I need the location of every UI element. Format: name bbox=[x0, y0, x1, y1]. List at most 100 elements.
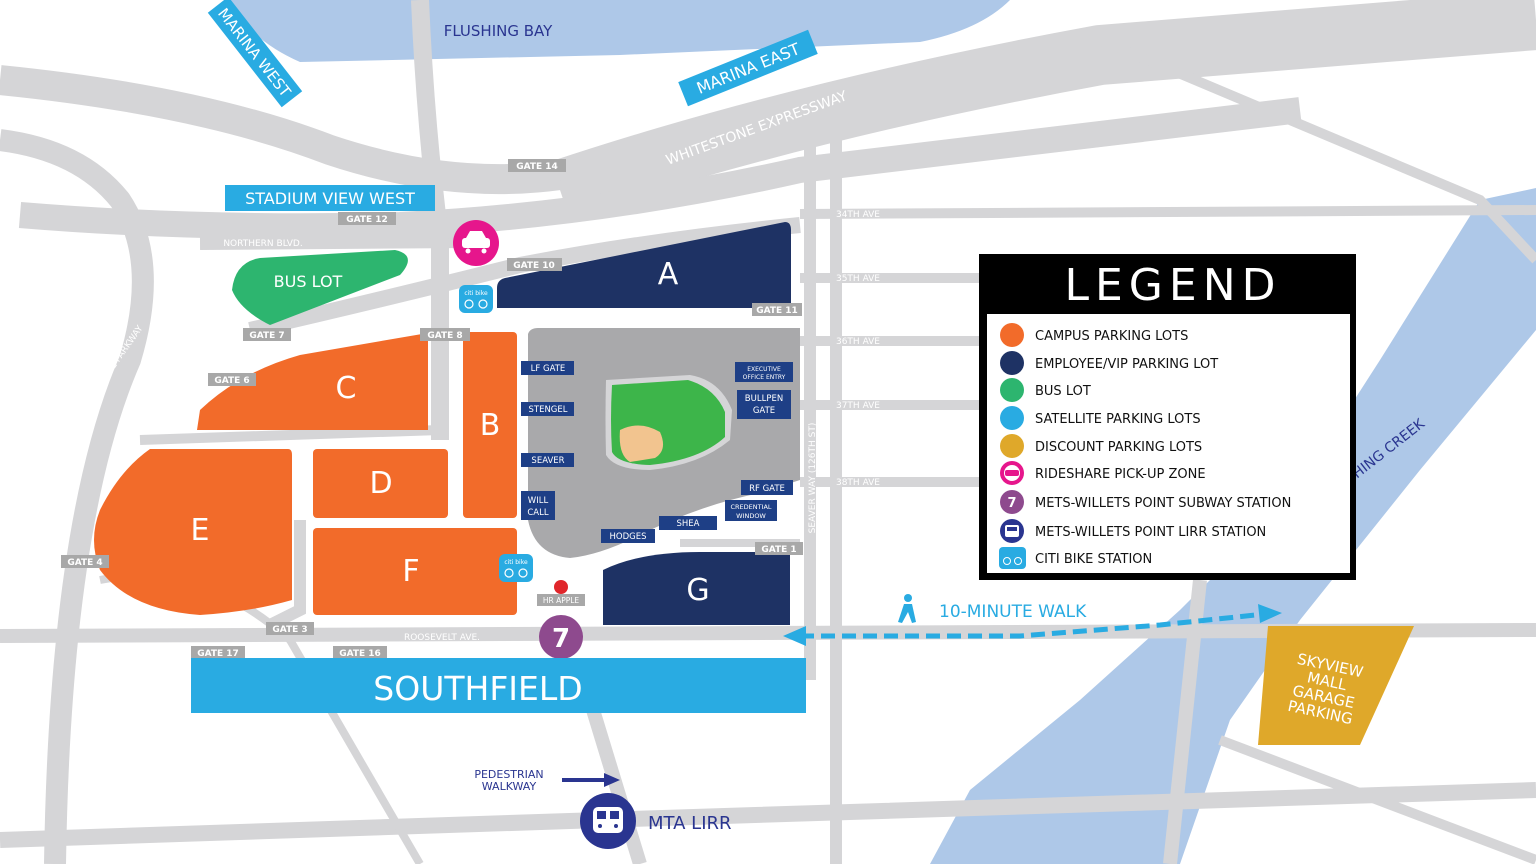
seaver-gate: SEAVER bbox=[531, 456, 564, 466]
gold-dot bbox=[1000, 434, 1024, 458]
gate-3: GATE 3 bbox=[272, 625, 307, 635]
mta-lirr-label: MTA LIRR bbox=[648, 813, 732, 834]
flushing-creek bbox=[930, 188, 1536, 864]
lot-b-label: B bbox=[480, 408, 501, 443]
gate-labels: GATE 14 GATE 12 GATE 10 GATE 11 GATE 8 G… bbox=[61, 159, 803, 659]
citibike-label: citi bike bbox=[464, 290, 488, 297]
hr-apple-tag bbox=[537, 594, 585, 606]
flushing-bay-label: FLUSHING BAY bbox=[444, 22, 553, 40]
walk-route bbox=[800, 611, 1266, 639]
will-call-line1: WILL bbox=[528, 496, 549, 506]
gate-17: GATE 17 bbox=[197, 649, 239, 659]
pedestrian-walkway-line1: PEDESTRIAN bbox=[474, 768, 543, 781]
subway-7-icon: 7 bbox=[1000, 490, 1024, 514]
credential-window-line2: WINDOW bbox=[736, 512, 766, 520]
gate-8: GATE 8 bbox=[427, 331, 462, 341]
lot-e-label: E bbox=[191, 513, 210, 548]
arrow-right-icon bbox=[562, 773, 620, 787]
citibike-station-icon[interactable]: citi bike bbox=[499, 554, 533, 582]
rideshare-pickup-icon[interactable] bbox=[453, 220, 499, 266]
legend-item-label: METS-WILLETS POINT SUBWAY STATION bbox=[1035, 496, 1291, 511]
legend-item-label: SATELLITE PARKING LOTS bbox=[1035, 412, 1201, 427]
stadium-view-west-tag bbox=[225, 185, 435, 211]
infield bbox=[619, 425, 664, 462]
bus-lot-label: BUS LOT bbox=[274, 272, 343, 291]
lirr-station-icon[interactable] bbox=[580, 793, 636, 849]
blue-dot bbox=[1000, 406, 1024, 430]
ten-minute-walk-label: 10-MINUTE WALK bbox=[939, 602, 1087, 622]
lot-g[interactable] bbox=[603, 552, 790, 625]
citibike-label: citi bike bbox=[504, 559, 528, 566]
train-icon bbox=[1000, 519, 1024, 543]
lot-a[interactable] bbox=[497, 222, 791, 308]
gate-4: GATE 4 bbox=[67, 558, 102, 568]
citibike-station-icon[interactable]: citi bike bbox=[459, 285, 493, 313]
hodges-gate: HODGES bbox=[610, 532, 647, 542]
ave-35-label: 35TH AVE bbox=[836, 274, 880, 284]
ave-34-label: 34TH AVE bbox=[836, 210, 880, 220]
rf-gate: RF GATE bbox=[749, 484, 785, 494]
lot-f[interactable] bbox=[313, 528, 517, 615]
stengel-gate: STENGEL bbox=[528, 405, 567, 415]
bus-lot bbox=[232, 250, 408, 325]
gate-10: GATE 10 bbox=[513, 261, 555, 271]
walking-person-icon bbox=[898, 594, 916, 623]
northern-blvd-label: NORTHERN BLVD. bbox=[223, 239, 302, 249]
skyview-mall-garage-lot[interactable] bbox=[1258, 626, 1414, 745]
executive-entry-line1: EXECUTIVE bbox=[747, 366, 781, 373]
gate-14: GATE 14 bbox=[516, 162, 558, 172]
gate-1: GATE 1 bbox=[761, 545, 796, 555]
green-dot bbox=[1000, 378, 1024, 402]
bullpen-gate-line2: GATE bbox=[753, 406, 775, 416]
subway-7-station-icon[interactable]: 7 bbox=[539, 615, 583, 659]
car-icon bbox=[1000, 461, 1024, 485]
hr-apple-icon bbox=[554, 580, 568, 594]
legend-item-label: RIDESHARE PICK-UP ZONE bbox=[1035, 467, 1206, 482]
legend-subway-number: 7 bbox=[1007, 496, 1016, 511]
hr-apple-label: HR APPLE bbox=[543, 596, 580, 605]
gate-7: GATE 7 bbox=[249, 331, 284, 341]
lot-d[interactable] bbox=[313, 449, 448, 518]
lot-a-label: A bbox=[658, 257, 679, 292]
ave-36-label: 36TH AVE bbox=[836, 337, 880, 347]
executive-entry-line2: OFFICE ENTRY bbox=[743, 374, 786, 381]
orange-dot bbox=[1000, 323, 1024, 347]
southfield-label: SOUTHFIELD bbox=[373, 669, 582, 708]
lot-g-label: G bbox=[686, 573, 709, 608]
lot-b[interactable] bbox=[463, 332, 517, 518]
arrow-right-icon bbox=[1258, 604, 1282, 623]
legend-item-label: EMPLOYEE/VIP PARKING LOT bbox=[1035, 357, 1218, 372]
ave-37-label: 37TH AVE bbox=[836, 401, 880, 411]
legend-item-label: CAMPUS PARKING LOTS bbox=[1035, 329, 1188, 344]
will-call-line2: CALL bbox=[527, 508, 548, 518]
pedestrian-walkway-line2: WALKWAY bbox=[482, 780, 537, 793]
seaver-way-label: SEAVER WAY (126TH ST) bbox=[808, 423, 818, 534]
gate-11: GATE 11 bbox=[756, 306, 798, 316]
bullpen-gate-line1: BULLPEN bbox=[745, 394, 783, 404]
legend-title: LEGEND bbox=[1064, 260, 1281, 311]
gate-6: GATE 6 bbox=[214, 376, 249, 386]
credential-window-line1: CREDENTIAL bbox=[730, 503, 771, 511]
gate-16: GATE 16 bbox=[339, 649, 381, 659]
citibike-icon bbox=[999, 547, 1026, 569]
lot-c-label: C bbox=[336, 371, 357, 406]
ave-38-label: 38TH AVE bbox=[836, 478, 880, 488]
lot-c[interactable] bbox=[197, 334, 428, 430]
legend-item-label: METS-WILLETS POINT LIRR STATION bbox=[1035, 525, 1266, 540]
roosevelt-ave-label: ROOSEVELT AVE. bbox=[404, 633, 480, 643]
stadium-view-west-label: STADIUM VIEW WEST bbox=[245, 189, 415, 208]
lot-f-label: F bbox=[402, 554, 419, 589]
subway-line-number: 7 bbox=[552, 624, 570, 654]
legend-item-label: CITI BIKE STATION bbox=[1035, 552, 1152, 567]
navy-dot bbox=[1000, 351, 1024, 375]
southfield-lot[interactable] bbox=[191, 658, 806, 713]
shea-gate: SHEA bbox=[677, 519, 700, 529]
lot-d-label: D bbox=[369, 466, 392, 501]
legend-item-label: BUS LOT bbox=[1035, 384, 1091, 399]
stadium-gate-labels: LF GATE STENGEL SEAVER WILL CALL EXECUTI… bbox=[521, 361, 793, 543]
lot-e[interactable] bbox=[94, 449, 292, 615]
legend-item-label: DISCOUNT PARKING LOTS bbox=[1035, 440, 1202, 455]
arrow-left-icon bbox=[783, 626, 806, 646]
lf-gate: LF GATE bbox=[531, 364, 566, 374]
